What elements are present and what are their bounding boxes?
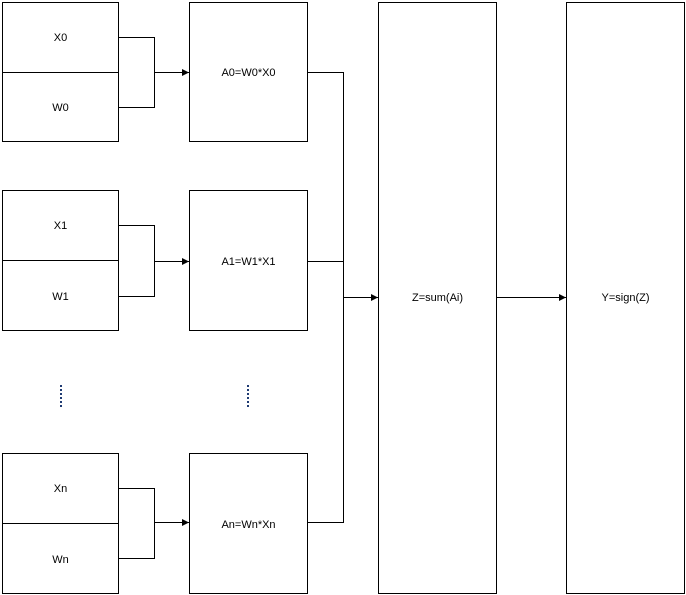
sum-label: Z=sum(Ai) — [412, 292, 463, 304]
connector-x0-w0 — [118, 37, 155, 108]
x1-label: X1 — [54, 220, 67, 232]
x0-box — [2, 2, 119, 73]
w0-label: W0 — [52, 102, 69, 114]
wn-label: Wn — [52, 554, 69, 566]
input-group-0: X0 W0 — [2, 2, 119, 142]
product-label-n: An=Wn*Xn — [221, 519, 275, 531]
connector-xn-wn — [118, 488, 155, 559]
wn-box — [2, 523, 119, 594]
w1-label: W1 — [52, 291, 69, 303]
w1-box — [2, 260, 119, 331]
x0-label: X0 — [54, 32, 67, 44]
product-label-0: A0=W0*X0 — [221, 67, 275, 79]
xn-label: Xn — [54, 483, 67, 495]
product-box-0 — [189, 2, 308, 142]
input-group-n: Xn Wn — [2, 453, 119, 594]
product-box-n — [189, 453, 308, 594]
product-label-1: A1=W1*X1 — [221, 256, 275, 268]
w0-box — [2, 72, 119, 142]
connector-products-bus — [307, 72, 344, 523]
xn-box — [2, 453, 119, 524]
connector-x1-w1 — [118, 225, 155, 297]
product-box-1 — [189, 190, 308, 331]
output-box — [566, 2, 685, 594]
output-label: Y=sign(Z) — [602, 292, 650, 304]
sum-box — [378, 2, 497, 594]
x1-box — [2, 190, 119, 261]
input-group-1: X1 W1 — [2, 190, 119, 331]
